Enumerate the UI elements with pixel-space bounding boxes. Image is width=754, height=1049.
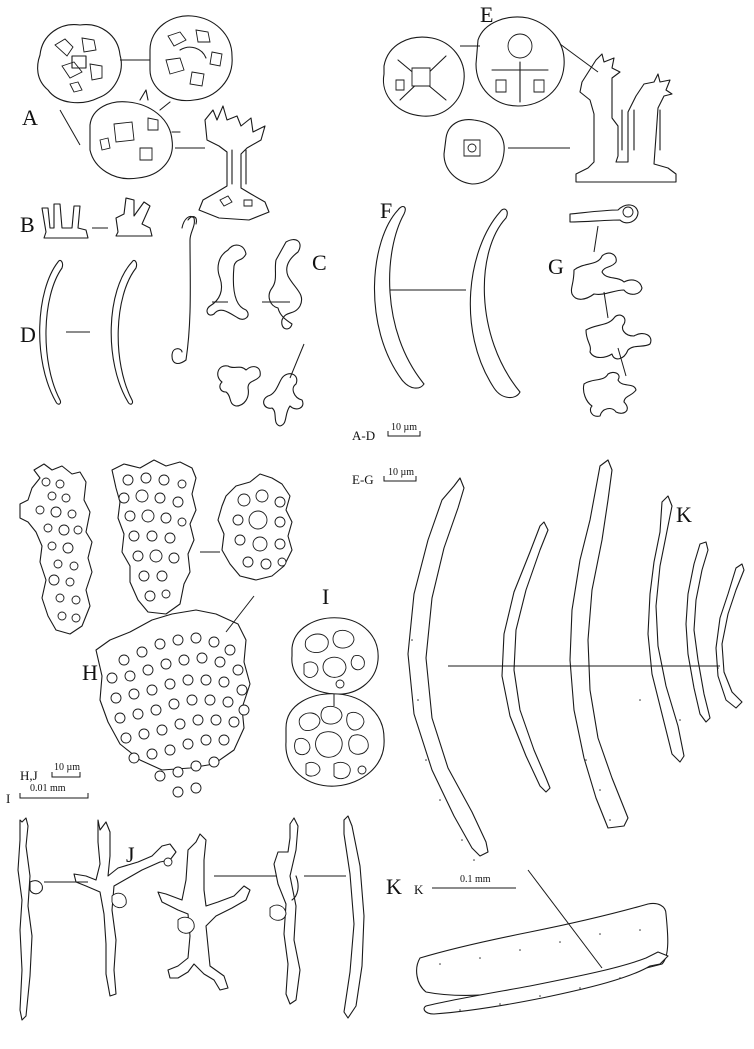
leader-g-3 — [617, 347, 627, 377]
panel-c: C — [171, 215, 327, 427]
scale-bar-h-j: H,J 10 µm — [20, 762, 81, 783]
panel-j: J — [17, 815, 365, 1021]
panel-label-g: G — [548, 254, 564, 279]
leader-g-2 — [603, 291, 609, 319]
leader-a-1 — [59, 109, 81, 146]
sclerite-a-rosette-3 — [89, 89, 181, 180]
scale-value-a-d: 10 µm — [391, 422, 417, 433]
spindle-k-4 — [647, 495, 685, 763]
sclerite-a-capstan — [198, 105, 270, 221]
sclerite-j-3 — [157, 833, 251, 991]
panel-label-e: E — [480, 2, 493, 27]
sclerite-c-3 — [268, 239, 303, 330]
leader-e-2 — [559, 43, 599, 73]
sclerite-h-1 — [19, 463, 93, 635]
scale-value-h-j: 10 µm — [54, 762, 80, 773]
scale-label-a-d: A-D — [352, 428, 375, 443]
sclerite-e-capstan — [575, 53, 677, 183]
spindle-k-enlarged-1 — [416, 902, 669, 997]
sclerite-j-1 — [17, 817, 33, 1021]
leader-c-3 — [289, 343, 305, 379]
sclerite-d-2 — [110, 259, 138, 405]
sclerite-c-5 — [263, 373, 304, 427]
spindle-k-stipple — [411, 639, 719, 861]
panel-b: B — [20, 197, 153, 239]
spindle-k-6 — [715, 563, 745, 709]
panel-label-d: D — [20, 322, 36, 347]
spindle-k-3 — [569, 459, 629, 829]
scale-bar-e-g: E-G 10 µm — [352, 467, 417, 487]
panel-label-a: A — [22, 105, 38, 130]
sclerite-j-5 — [343, 815, 365, 1019]
sclerite-g-2 — [570, 252, 643, 300]
panel-d: D — [20, 259, 138, 405]
sclerite-g-3 — [585, 314, 652, 360]
scale-label-e-g: E-G — [352, 472, 374, 487]
sclerite-j-4 — [269, 817, 301, 1005]
scale-label-i: I — [6, 791, 10, 806]
panel-label-j: J — [126, 842, 135, 867]
panel-h: H — [19, 459, 293, 798]
sclerite-f-2 — [469, 208, 521, 399]
sclerite-h-2 — [111, 459, 197, 615]
panel-i: I — [285, 584, 385, 787]
scale-value-k: 0.1 mm — [460, 874, 491, 885]
scale-value-i: 0.01 mm — [30, 783, 66, 794]
panel-label-k-upper: K — [676, 502, 692, 527]
sclerite-c-4 — [217, 365, 261, 407]
scale-value-e-g: 10 µm — [388, 467, 414, 478]
scale-bar-k: K 0.1 mm — [414, 874, 516, 897]
sclerite-e-rosette-1 — [382, 36, 465, 117]
spindle-k-5 — [685, 541, 711, 723]
sclerite-g-1 — [569, 204, 639, 224]
scale-bar-i: I 0.01 mm — [6, 783, 89, 806]
spindle-k-1 — [407, 477, 489, 857]
sclerite-c-2 — [206, 244, 249, 320]
scale-bar-a-d: A-D 10 µm — [352, 422, 421, 443]
sclerite-e-rosette-2 — [475, 16, 565, 107]
scale-label-k: K — [414, 882, 424, 897]
panel-label-h: H — [82, 660, 98, 685]
panel-g: G — [548, 204, 652, 417]
panel-label-f: F — [380, 198, 392, 223]
sclerite-a-rosette-1 — [37, 24, 122, 104]
scale-label-h-j: H,J — [20, 768, 38, 783]
panel-f: F — [373, 198, 521, 399]
sclerite-c-1 — [171, 215, 195, 365]
sclerite-h-3 — [217, 473, 293, 581]
panel-k: K K 0.1 mm K — [386, 459, 745, 1015]
sclerite-h-4 — [95, 609, 251, 798]
spindle-k-enlarged-2 — [423, 951, 669, 1015]
sclerite-e-rosette-3 — [443, 119, 505, 185]
sclerite-j-2 — [73, 819, 177, 997]
leader-h-2 — [225, 595, 255, 633]
panel-a: A — [22, 15, 270, 221]
leader-k-enlarged — [527, 869, 603, 969]
sclerite-i-2 — [285, 693, 385, 787]
sclerite-a-rosette-2 — [149, 15, 233, 102]
leader-g-1 — [593, 225, 599, 253]
sclerite-i-1 — [291, 617, 379, 695]
sclerite-b-2 — [115, 197, 153, 237]
panel-label-k-lower: K — [386, 874, 402, 899]
panel-label-b: B — [20, 212, 35, 237]
sclerite-f-1 — [373, 205, 425, 389]
spindle-k-2 — [501, 521, 551, 793]
sclerite-b-1 — [41, 203, 89, 239]
sclerite-d-1 — [39, 259, 64, 405]
panel-e: E — [382, 2, 677, 185]
panel-label-i: I — [322, 584, 329, 609]
panel-label-c: C — [312, 250, 327, 275]
sclerite-g-4 — [582, 371, 637, 417]
